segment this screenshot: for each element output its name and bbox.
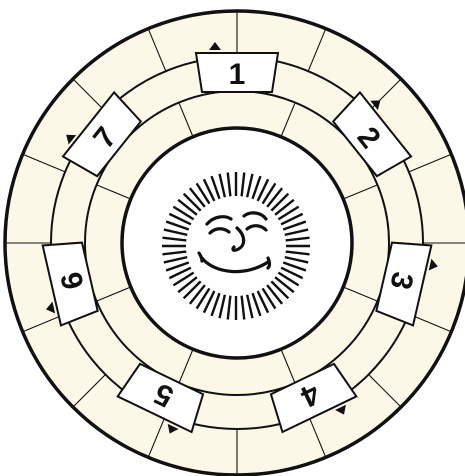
- cheek-right: [268, 258, 270, 268]
- tile-number: 1: [229, 58, 246, 91]
- center-disc: [122, 128, 352, 358]
